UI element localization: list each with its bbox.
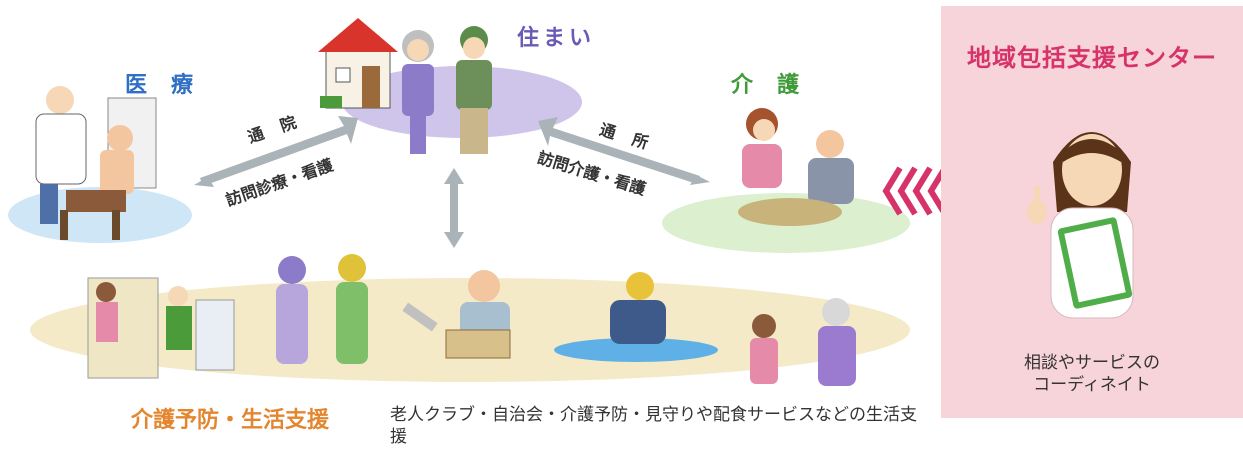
prevention-description: 老人クラブ・自治会・介護予防・見守りや配食サービスなどの生活支援 bbox=[390, 405, 917, 447]
medical-title: 医療 bbox=[125, 73, 218, 98]
caregiver-illustration bbox=[738, 108, 854, 226]
support-center-description: 相談やサービスの コーディネイト bbox=[1024, 353, 1160, 395]
arrow-housing-care bbox=[538, 117, 710, 185]
grandmother-child-illustration bbox=[750, 298, 856, 386]
center-staff-illustration bbox=[1027, 132, 1134, 319]
carpentry-illustration bbox=[402, 270, 511, 359]
arrow-housing-medical bbox=[194, 116, 358, 187]
care-title: 介護 bbox=[731, 73, 824, 98]
meal-delivery-illustration bbox=[87, 277, 235, 379]
walking-elders-illustration bbox=[276, 254, 368, 364]
prevention-title: 介護予防・生活支援 bbox=[131, 408, 330, 433]
doctor-patient-illustration bbox=[35, 86, 157, 240]
chevrons-icon bbox=[882, 166, 941, 216]
support-center-title: 地域包括支援センター bbox=[967, 44, 1217, 72]
elderly-couple-illustration bbox=[402, 26, 492, 154]
support-center-panel: 地域包括支援センター 相談やサービスの コーディネイト bbox=[941, 6, 1243, 418]
house-illustration bbox=[318, 18, 398, 109]
background-shapes bbox=[8, 18, 941, 386]
arrow-housing-prevention bbox=[444, 168, 464, 248]
housing-title: 住まい bbox=[517, 26, 596, 51]
swimming-illustration bbox=[554, 272, 718, 362]
